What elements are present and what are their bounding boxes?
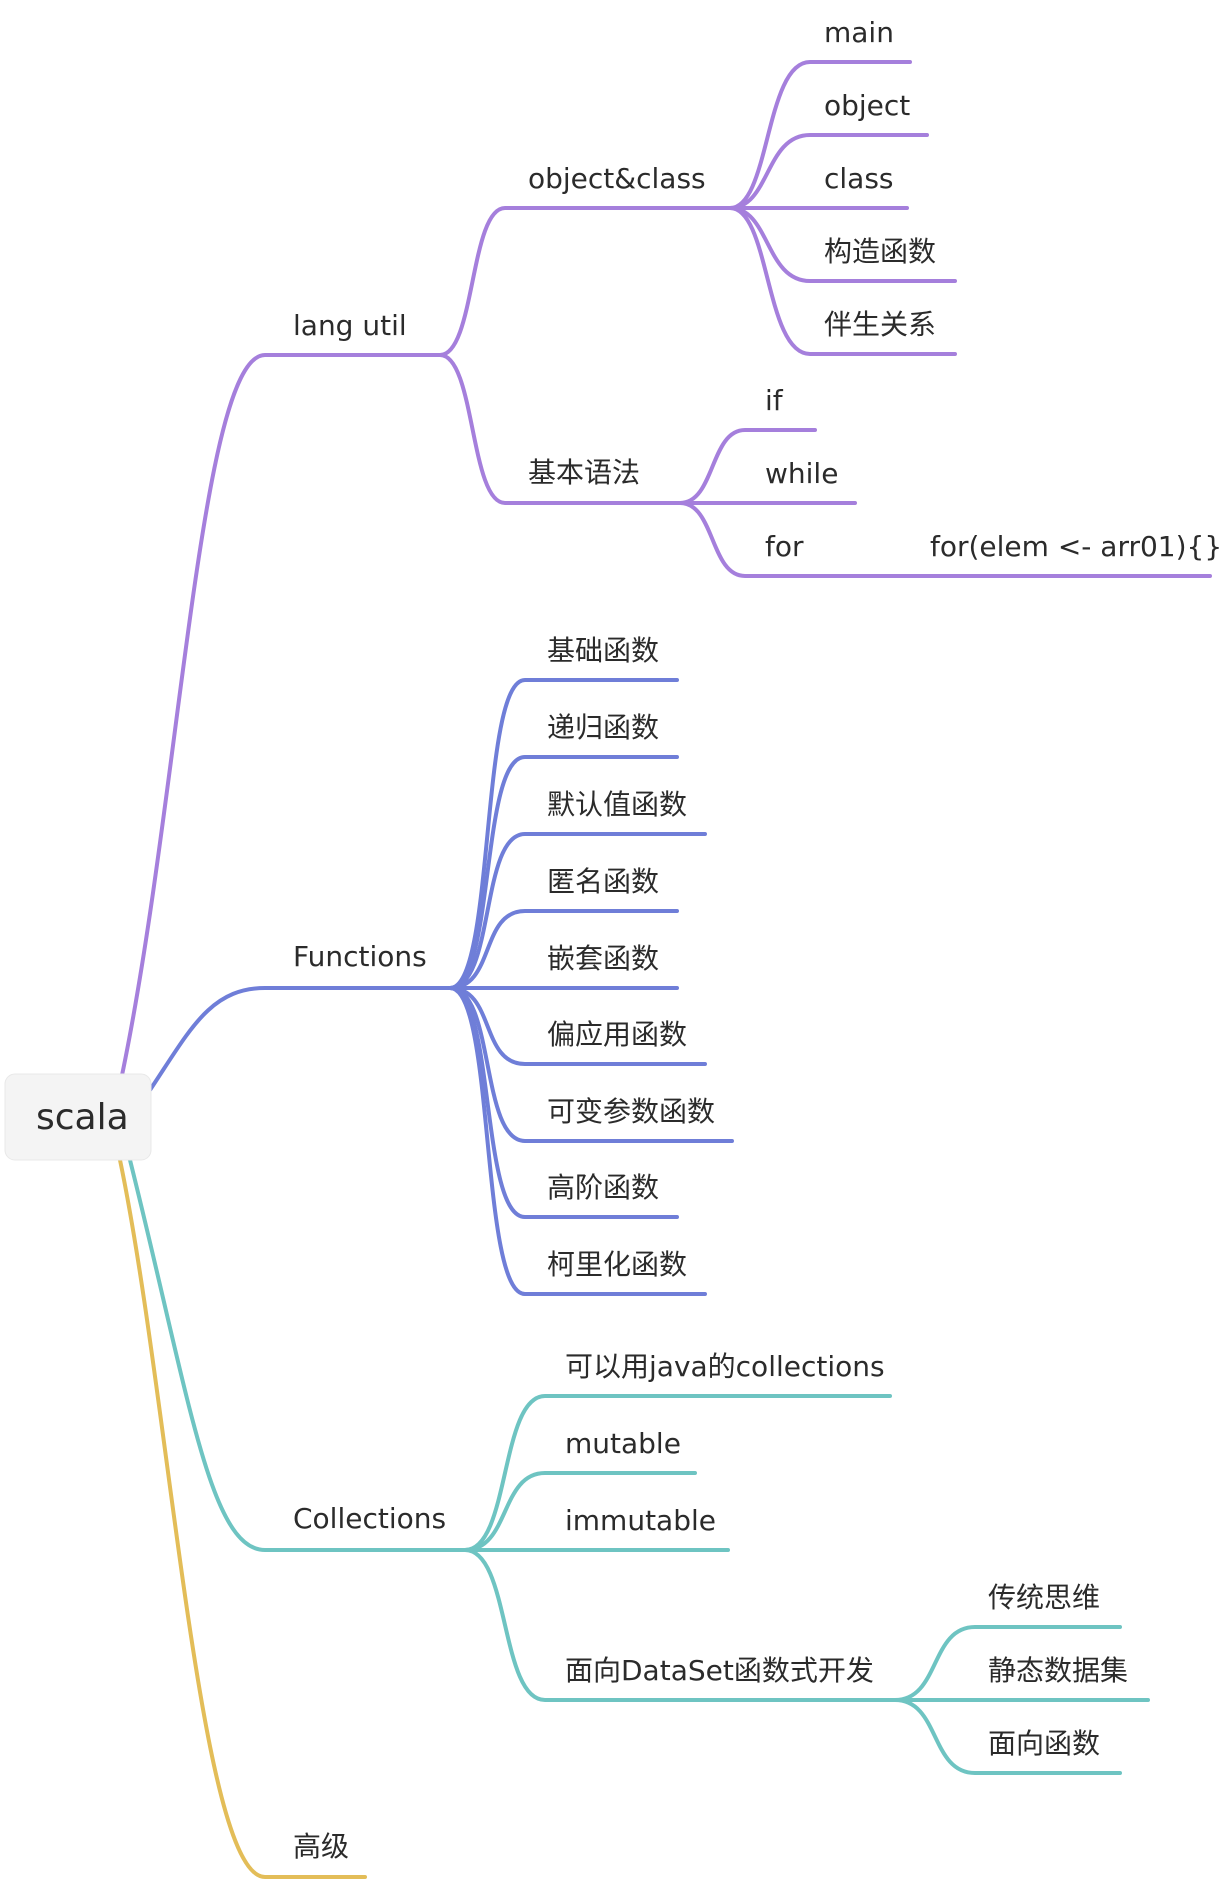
- root-label: scala: [36, 1097, 129, 1138]
- node-col-immutable[interactable]: immutable: [565, 1504, 716, 1537]
- node-for-detail[interactable]: for(elem <- arr01){}: [930, 530, 1222, 563]
- node-for[interactable]: for: [765, 530, 804, 563]
- node-fn-default[interactable]: 默认值函数: [547, 788, 687, 821]
- node-functions[interactable]: Functions: [293, 940, 427, 973]
- node-object[interactable]: object: [824, 89, 910, 122]
- node-col-java[interactable]: 可以用java的collections: [565, 1350, 885, 1383]
- node-class[interactable]: class: [824, 162, 894, 195]
- lang-util-connectors: [119, 60, 1212, 1082]
- node-if[interactable]: if: [765, 384, 784, 417]
- node-fn-nested[interactable]: 嵌套函数: [547, 942, 659, 975]
- node-lang-util[interactable]: lang util: [293, 309, 407, 342]
- advanced-connectors: [118, 1158, 367, 1879]
- node-col-dataset[interactable]: 面向DataSet函数式开发: [565, 1654, 874, 1687]
- node-main[interactable]: main: [824, 16, 894, 49]
- functions-connectors: [148, 678, 734, 1296]
- node-while[interactable]: while: [765, 457, 838, 490]
- node-ds-static[interactable]: 静态数据集: [988, 1654, 1128, 1687]
- node-fn-anonymous[interactable]: 匿名函数: [547, 865, 659, 898]
- node-basic-syntax[interactable]: 基本语法: [528, 456, 640, 489]
- node-fn-partial[interactable]: 偏应用函数: [547, 1018, 687, 1051]
- node-advanced[interactable]: 高级: [293, 1830, 349, 1863]
- node-fn-higher-order[interactable]: 高阶函数: [547, 1171, 659, 1204]
- node-fn-basic[interactable]: 基础函数: [547, 634, 659, 667]
- node-object-class[interactable]: object&class: [528, 162, 706, 195]
- node-ds-functional[interactable]: 面向函数: [988, 1727, 1100, 1760]
- root-node-box: [4, 1073, 152, 1161]
- node-fn-curried[interactable]: 柯里化函数: [547, 1248, 687, 1281]
- node-companion[interactable]: 伴生关系: [824, 308, 936, 341]
- node-constructor[interactable]: 构造函数: [824, 235, 936, 268]
- node-fn-recursive[interactable]: 递归函数: [547, 711, 659, 744]
- collections-connectors: [128, 1158, 1150, 1775]
- node-col-mutable[interactable]: mutable: [565, 1427, 681, 1460]
- node-collections[interactable]: Collections: [293, 1502, 446, 1535]
- root-node[interactable]: scala: [4, 1073, 152, 1161]
- node-fn-varargs[interactable]: 可变参数函数: [547, 1095, 715, 1128]
- node-ds-traditional[interactable]: 传统思维: [988, 1581, 1100, 1614]
